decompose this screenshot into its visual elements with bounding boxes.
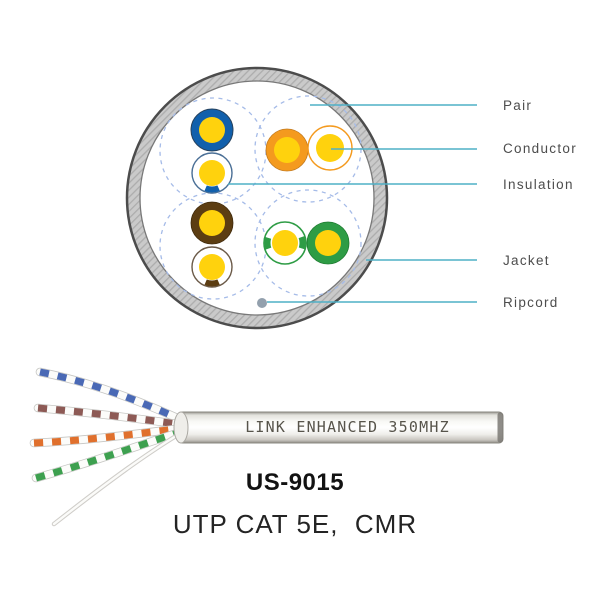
wire-white-green xyxy=(263,221,307,265)
twisted-pair-blue xyxy=(35,367,189,426)
twisted-pair-green xyxy=(31,426,189,483)
wire-green xyxy=(306,221,350,265)
cross-section-diagram xyxy=(125,66,477,330)
cable-left-cap xyxy=(173,411,189,444)
ripcord-dot xyxy=(257,298,267,308)
wire-brown xyxy=(190,201,234,245)
leader-lines xyxy=(228,104,477,303)
label-insulation: Insulation xyxy=(503,177,574,192)
pair-dashed-circle-bottom-right xyxy=(254,189,362,297)
jacket-inner-edge xyxy=(139,80,375,316)
product-model: US-9015 xyxy=(245,469,345,496)
cable-photo xyxy=(29,367,504,527)
twisted-pair-brown xyxy=(33,403,189,430)
wire-white-orange xyxy=(307,125,353,171)
wire-orange xyxy=(265,128,309,172)
wire-blue xyxy=(190,108,234,152)
wire-white-brown xyxy=(191,246,233,288)
label-pair: Pair xyxy=(503,98,533,113)
product-description: UTP CAT 5E, CMR xyxy=(172,509,418,539)
cable-cut-end xyxy=(497,412,503,443)
white-strand xyxy=(51,433,179,527)
wire-white-blue xyxy=(191,152,233,194)
twisted-pair-orange xyxy=(29,423,189,448)
jacket-print-text: LINK ENHANCED 350MHZ xyxy=(245,418,450,436)
label-conductor: Conductor xyxy=(503,141,577,156)
label-jacket: Jacket xyxy=(503,253,550,268)
label-ripcord: Ripcord xyxy=(503,295,559,310)
